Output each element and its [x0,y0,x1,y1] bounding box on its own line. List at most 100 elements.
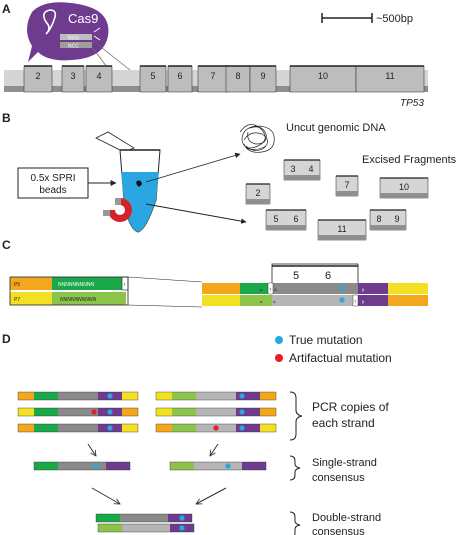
pam-bottom-text: NCC [68,44,79,50]
true-mutation-dot [93,463,99,469]
fragment-strand [380,193,428,198]
fragment-label: 9 [394,214,399,224]
fragment-label: 7 [344,180,349,190]
fragment-label: 5 [273,214,278,224]
pcr-label-line1: PCR copies of [312,400,389,414]
panel-label-b: B [2,111,11,125]
ds-label-line1: Double-strand [312,512,381,524]
t-overhang: T [354,299,357,304]
down-arrow [210,443,219,456]
arrow-to-fragments [145,203,247,224]
legend-true-label: True mutation [289,333,363,347]
true-mutation-dot [339,285,345,291]
ss-label-line1: Single-strand [312,457,377,469]
exon-label: 7 [210,71,215,81]
fragment-label: 4 [308,164,313,174]
cas9-label: Cas9 [68,11,98,26]
down-arrow [87,443,96,456]
a-overhang: A [273,299,276,304]
true-mutation-dot [179,525,185,531]
artifact-mutation-dot [213,425,219,431]
umi-top: NNNNNNNNNN [58,282,94,288]
true-mutation-dot [239,409,245,415]
fragment-strand [266,225,306,230]
adapter-p7-label: P7 [14,297,20,303]
scissors-icon [93,27,101,41]
merge-arrow [91,487,120,504]
exon [289,65,357,93]
panel-label-c: C [2,238,11,252]
panel-label-a: A [2,2,11,16]
pam-top-text: NGG [68,36,80,42]
ss-brace [289,455,301,481]
exon-label: 8 [235,71,240,81]
ds-brace [289,511,301,535]
spri-label-line1: 0.5x SPRI [30,173,75,184]
alpha-label: α [260,287,263,292]
gene-name: TP53 [400,98,424,109]
sequencing-read [169,461,267,471]
dna-pellet [136,180,142,187]
exon [139,65,167,93]
ligated-fragment: 5 6 T T A A α α β β [202,263,428,307]
fragment-label: 8 [376,214,381,224]
t-overhang: T [124,282,127,287]
spri-tube-label-box: 0.5x SPRI beads [17,167,89,199]
umi-bottom: NNNNNNNNNN [60,297,96,303]
uncut-dna-blob [239,124,275,153]
true-mutation-dot [225,463,231,469]
fragment-label: 10 [399,182,409,192]
beta-label: β [362,287,365,292]
exon-label: 6 [177,71,182,81]
fragment-strand [336,191,358,196]
true-mutation-dot [239,393,245,399]
true-mutation-dot [107,393,113,399]
magnet-icon [103,198,132,222]
exon-label: 11 [385,71,394,81]
pcr-reads [17,391,277,533]
guide-strand-top [60,34,92,40]
fragment-strand [246,199,270,204]
y-adapter: P5 P7 NNNNNNNNNN NNNNNNNNNN T [9,276,129,306]
sequencing-read [17,423,139,433]
cas9-complex: Cas9 NGG NCC [27,2,109,62]
arrow-to-uncut [145,152,241,183]
spri-label-line2: beads [39,185,66,196]
merge-arrow [196,487,227,504]
exon-label: 6 [325,270,331,282]
beta-label: β [362,299,365,304]
legend: True mutation Artifactual mutation [275,333,392,365]
true-mutation-dot [239,425,245,431]
sequencing-read [17,407,139,417]
legend-artifact-swatch [275,354,283,362]
exon [167,65,193,93]
scale-bar: ~500bp [321,13,413,25]
exon-label: 9 [260,71,265,81]
legend-true-swatch [275,336,283,344]
true-mutation-dot [107,425,113,431]
sequencing-read [155,423,277,433]
true-mutation-dot [339,297,345,303]
fragment-strand [318,235,366,240]
fragment-strand [284,175,320,180]
fragment-label: 2 [255,188,260,198]
fragment-strand [370,225,406,230]
cut-site-line [91,39,131,71]
exon-label: 4 [96,71,101,81]
sequencing-read [97,523,195,533]
excised-fragments-label: Excised Fragments [362,154,457,166]
sequencing-read [155,407,277,417]
sequencing-read [95,513,193,523]
t-overhang: T [269,287,272,292]
zoom-line [127,304,203,308]
sequencing-read [155,391,277,401]
ss-label-line2: consensus [312,472,365,484]
exon [249,65,277,93]
exon-label: 2 [35,71,40,81]
exon-label: 3 [70,71,75,81]
fragment-label: 11 [337,224,346,234]
